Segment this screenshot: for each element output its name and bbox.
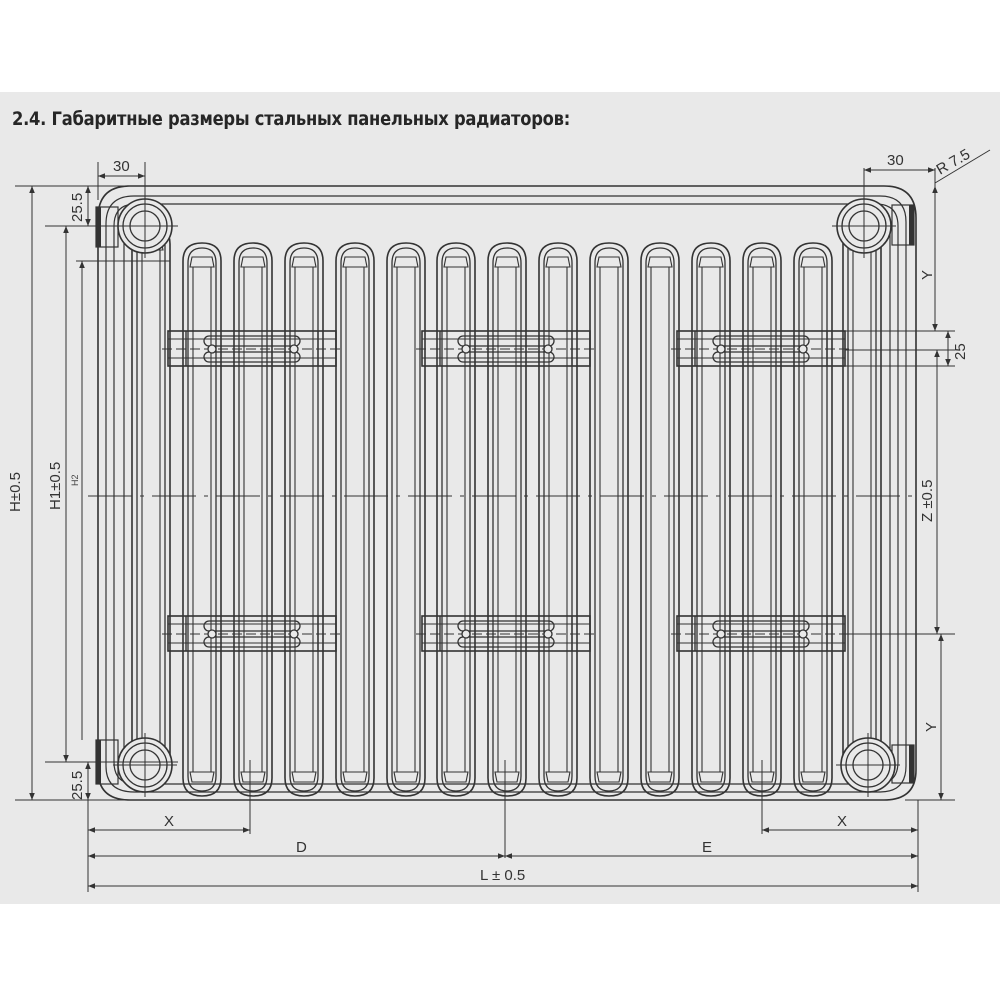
dim-x-left: X	[164, 813, 174, 830]
dim-top-right-30: 30	[887, 152, 904, 169]
dim-z: Z ±0.5	[919, 480, 936, 522]
dim-y-top: Y	[919, 270, 936, 280]
dim-corner-radius: R 7.5	[934, 146, 974, 179]
dim-l: L ± 0.5	[480, 867, 525, 884]
dim-height-h2: H2	[70, 474, 80, 486]
dim-top-25-5: 25.5	[69, 193, 86, 222]
dim-bottom-25-5: 25.5	[69, 771, 86, 800]
dim-bracket-25: 25	[952, 343, 969, 360]
dim-x-right: X	[837, 813, 847, 830]
dim-e: E	[702, 839, 712, 856]
dim-top-left-30: 30	[113, 158, 130, 175]
section-title: 2.4. Габаритные размеры стальных панельн…	[12, 108, 571, 130]
dim-y-bottom: Y	[923, 722, 940, 732]
dim-height-h1: H1±0.5	[47, 462, 64, 510]
dimension-lines	[29, 149, 991, 889]
dimension-labels: 30 30 R 7.5 25.5 25.5 H±0.5 H1±0.5 H2 25…	[7, 146, 973, 884]
dim-height-h: H±0.5	[7, 472, 24, 512]
radiator-fins	[131, 225, 882, 797]
dim-d: D	[296, 839, 307, 856]
